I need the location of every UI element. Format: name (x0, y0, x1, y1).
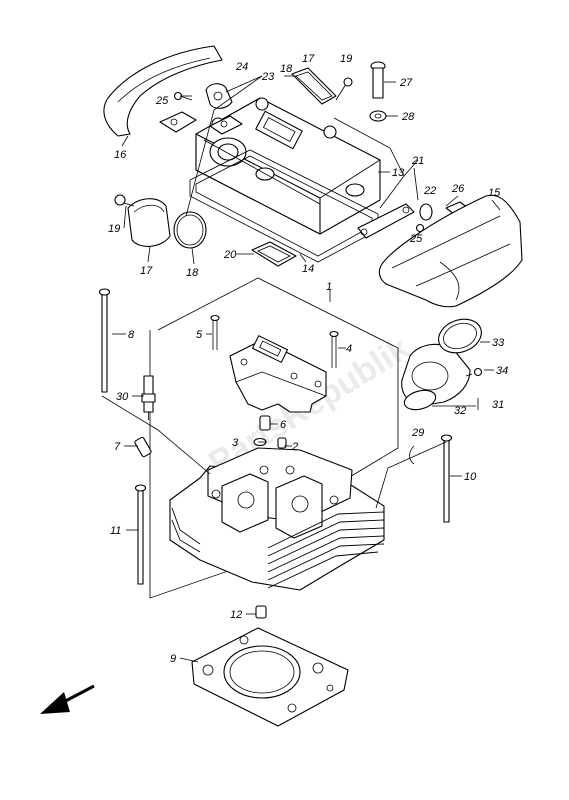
bolt-27 (370, 61, 386, 99)
callout-19b: 19 (340, 53, 352, 65)
callout-4: 4 (346, 343, 352, 355)
assembly-box (149, 277, 399, 599)
callout-27: 27 (399, 77, 413, 89)
callout-25b: 25 (409, 233, 423, 245)
callout-21: 21 (411, 155, 424, 167)
callout-10: 10 (464, 471, 477, 483)
washer-28 (369, 110, 387, 122)
bolt-19-left (114, 194, 135, 207)
callout-15: 15 (488, 187, 501, 199)
callout-2: 2 (291, 441, 298, 453)
callout-29: 29 (411, 427, 424, 439)
clip-29 (409, 445, 415, 465)
callout-18b: 18 (280, 63, 293, 75)
bracket-24 (205, 83, 233, 109)
camshaft-holder (229, 335, 327, 413)
callout-8: 8 (128, 329, 135, 341)
callout-33: 33 (492, 337, 505, 349)
callout-7: 7 (114, 441, 121, 453)
clamp-33 (438, 318, 482, 354)
cover-shield-16 (103, 45, 223, 137)
callout-3: 3 (232, 437, 239, 449)
callout-26: 26 (451, 183, 465, 195)
bolt-19-top (335, 77, 353, 101)
bolt-4 (329, 330, 339, 368)
dowel-6 (259, 415, 271, 431)
callout-9: 9 (170, 653, 176, 665)
bracket-21 (357, 203, 415, 239)
screw-34 (465, 367, 483, 377)
head-gasket-9 (191, 627, 349, 727)
callout-13: 13 (392, 167, 405, 179)
callout-34: 34 (496, 365, 508, 377)
callout-11: 11 (110, 525, 121, 537)
bolt-5 (210, 314, 220, 350)
callout-22: 22 (423, 185, 436, 197)
callout-labels: 1 2 3 4 5 6 7 8 9 10 11 12 13 14 15 16 1… (108, 53, 508, 665)
callout-28: 28 (401, 111, 415, 123)
oring-32 (403, 389, 437, 411)
callout-18a: 18 (186, 267, 199, 279)
callout-12: 12 (230, 609, 242, 621)
bolt-11 (134, 484, 147, 585)
gasket-20 (251, 241, 297, 267)
leader-lines (101, 75, 501, 663)
head-cover (195, 97, 381, 235)
callout-1: 1 (326, 281, 332, 293)
callout-5: 5 (196, 329, 203, 341)
bolt-25-right (415, 223, 425, 233)
dowel-2 (277, 437, 287, 449)
callout-17a: 17 (140, 265, 153, 277)
pipe-7 (134, 436, 152, 458)
side-cover-17 (127, 198, 171, 247)
o-ring-18 (173, 211, 207, 249)
cover-15 (378, 194, 523, 308)
callout-24: 24 (235, 61, 248, 73)
bracket-small (159, 111, 243, 135)
bolt-25-top (173, 91, 192, 101)
callout-14: 14 (302, 263, 314, 275)
callout-31: 31 (492, 399, 504, 411)
callout-6: 6 (280, 419, 287, 431)
cylinder-head (169, 447, 385, 591)
cap-17-top (291, 67, 337, 105)
callout-25a: 25 (155, 95, 169, 107)
front-direction-arrow-icon (40, 684, 95, 714)
callout-30: 30 (116, 391, 129, 403)
callout-16: 16 (114, 149, 127, 161)
callout-32: 32 (454, 405, 466, 417)
stud-8 (98, 288, 111, 393)
grommet-22 (419, 203, 433, 221)
callout-20: 20 (223, 249, 237, 261)
bolt-10 (440, 434, 453, 523)
callout-19a: 19 (108, 223, 120, 235)
callout-23: 23 (261, 71, 275, 83)
spark-plug-30 (141, 375, 156, 420)
callout-17b: 17 (302, 53, 315, 65)
dowel-12 (255, 605, 267, 619)
